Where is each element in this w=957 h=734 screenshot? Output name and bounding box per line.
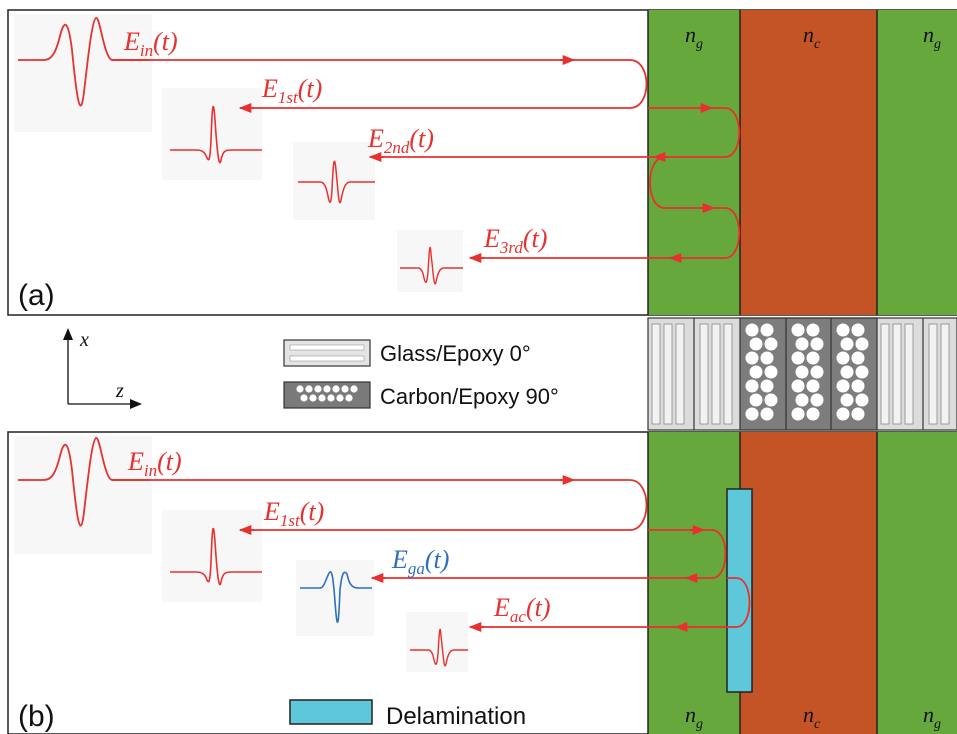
pulse-in-a — [18, 17, 150, 107]
fiber-circle — [745, 379, 759, 393]
ray-incident-b — [112, 479, 648, 531]
label-e2nd-a: E2nd(t) — [367, 124, 434, 157]
fiber-circle — [836, 351, 850, 365]
fiber-circle — [810, 393, 824, 407]
index-glass-right-a: ng — [923, 22, 941, 52]
fiber-circle — [836, 407, 850, 421]
axis-z-label: z — [115, 380, 124, 402]
pulse-2nd-a — [298, 160, 375, 204]
index-carbon-b: nc — [803, 702, 821, 732]
fiber-circle — [745, 351, 759, 365]
fiber-circle — [806, 379, 820, 393]
glass-layer-left-b — [648, 432, 740, 734]
index-glass-right-b: ng — [923, 702, 941, 732]
carbon-layer-a — [740, 10, 877, 315]
fiber-circle — [791, 379, 805, 393]
panel-b-label: (b) — [18, 700, 55, 733]
axis-x-label: x — [79, 329, 89, 351]
glass-layer-right-b — [877, 432, 957, 734]
fiber-circle — [840, 393, 854, 407]
pulse-in-b — [18, 437, 150, 527]
ray-second-a — [370, 107, 741, 158]
fiber-circle — [855, 337, 869, 351]
ray-glass-delam-b — [372, 529, 727, 579]
legend-glass: Glass/Epoxy 0° — [283, 339, 531, 367]
fiber-circle — [749, 393, 763, 407]
fiber-circle — [760, 407, 774, 421]
fiber-circle — [806, 351, 820, 365]
fiber-circle — [764, 337, 778, 351]
fiber-circle — [851, 351, 865, 365]
fiber-circle — [791, 407, 805, 421]
fiber-circle — [855, 365, 869, 379]
index-carbon-a: nc — [803, 22, 821, 52]
label-e3rd-a: E3rd(t) — [483, 224, 547, 257]
fiber-circle — [760, 323, 774, 337]
fiber-circle — [810, 337, 824, 351]
fiber-circle — [795, 393, 809, 407]
fiber-circle — [795, 337, 809, 351]
glass-layer-right-a — [877, 10, 957, 315]
fiber-circle — [836, 323, 850, 337]
fiber-circle — [840, 365, 854, 379]
label-ein-b: Ein(t) — [127, 447, 182, 480]
fiber-circle — [795, 365, 809, 379]
ray-incident-a — [112, 59, 648, 109]
legend-glass-label: Glass/Epoxy 0° — [380, 341, 531, 366]
panel-a-label: (a) — [18, 279, 55, 312]
fiber-circle — [764, 393, 778, 407]
label-ega-b: Ega(t) — [391, 545, 449, 578]
fiber-circle — [855, 393, 869, 407]
carbon-layer-b — [740, 432, 877, 734]
fiber-circle — [806, 323, 820, 337]
legend-delamination-swatch — [289, 699, 373, 725]
pulse-1st-b — [170, 527, 262, 586]
fiber-circle — [791, 351, 805, 365]
middle-legend: x z Glass/Epoxy 0° Carbon/Epoxy 90° — [63, 317, 957, 431]
fiber-circle — [764, 365, 778, 379]
fiber-circle — [760, 379, 774, 393]
legend-carbon: Carbon/Epoxy 90° — [283, 381, 559, 409]
fiber-circle — [745, 323, 759, 337]
pulse-3rd-a — [400, 246, 463, 285]
fiber-circle — [840, 337, 854, 351]
fiber-circle — [810, 365, 824, 379]
laminate-cross-section — [647, 317, 957, 431]
fiber-circle — [749, 365, 763, 379]
glass-layer-left-a — [648, 10, 740, 315]
label-eac-b: Eac(t) — [493, 593, 550, 626]
legend-carbon-label: Carbon/Epoxy 90° — [380, 384, 559, 409]
fiber-circle — [749, 337, 763, 351]
fiber-circle — [851, 323, 865, 337]
ray-third-a — [470, 156, 741, 259]
ray-carbon-delam-b — [470, 577, 751, 628]
panel-b: ng nc ng Ein(t) E1st(t) Ega(t) Eac(t) D — [7, 431, 957, 734]
axis-indicator: x z — [63, 328, 142, 409]
fiber-circle — [791, 323, 805, 337]
legend-delamination-label: Delamination — [386, 703, 526, 730]
fiber-circle — [745, 407, 759, 421]
fiber-circle — [760, 351, 774, 365]
fiber-circle — [851, 379, 865, 393]
label-e1st-a: E1st(t) — [261, 74, 322, 107]
pulse-1st-a — [170, 105, 262, 164]
pulse-ga-b — [300, 571, 372, 623]
fiber-circle — [806, 407, 820, 421]
label-ein-a: Ein(t) — [123, 27, 178, 60]
index-glass-left-b: ng — [685, 702, 703, 732]
fiber-circle — [836, 379, 850, 393]
index-glass-left-a: ng — [685, 22, 703, 52]
label-e1st-b: E1st(t) — [263, 497, 324, 530]
panel-a: ng nc ng Ein(t) E1st(t) E2nd(t) E3rd(t) … — [7, 9, 957, 316]
pulse-ac-b — [410, 628, 468, 667]
fiber-circle — [851, 407, 865, 421]
